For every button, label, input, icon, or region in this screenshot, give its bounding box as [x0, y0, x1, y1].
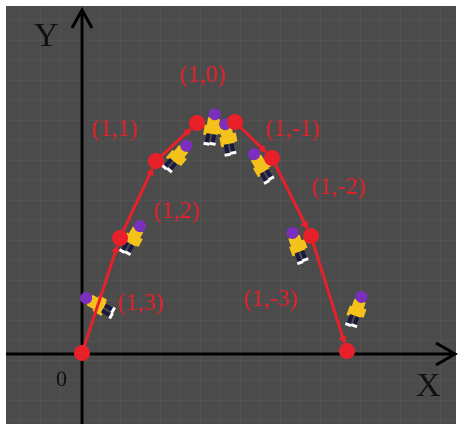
trajectory-arrow [238, 125, 267, 154]
y-axis-arrow [70, 6, 94, 29]
trajectory-point [112, 230, 128, 246]
trajectory-point [189, 115, 205, 131]
trajectory-arrow [311, 241, 347, 345]
character-sprite [344, 290, 368, 329]
point-label: (1,2) [154, 198, 200, 224]
x-axis-arrow [435, 341, 458, 367]
character-sprite [219, 118, 238, 157]
character-sprite [161, 139, 193, 174]
character-sprite [203, 108, 222, 146]
trajectory-point [303, 228, 319, 244]
character-sprite [286, 226, 309, 266]
trajectory-arrow [273, 162, 309, 230]
trajectory-arrow [82, 244, 120, 348]
trajectory-arrow [159, 127, 192, 159]
point-label: (1,-2) [312, 174, 366, 200]
point-label: (1,1) [92, 116, 138, 142]
point-labels: (1,3) (1,2) (1,1) (1,0) (1,-1) (1,-2) (1… [92, 62, 366, 316]
grid-pattern [6, 6, 456, 424]
trajectory-point [264, 150, 280, 166]
point-label: (1,3) [118, 290, 164, 316]
point-label: (1,-3) [244, 286, 298, 312]
trajectory-arrow [121, 167, 154, 234]
trajectory-arrows [82, 125, 347, 348]
trajectory-point [148, 153, 164, 169]
point-label: (1,0) [180, 62, 226, 88]
origin-label: 0 [56, 366, 67, 391]
x-axis-label: X [416, 367, 441, 404]
y-axis-label: Y [34, 17, 59, 54]
point-label: (1,-1) [266, 116, 320, 142]
trajectory-point [227, 114, 243, 130]
trajectory-point [339, 343, 355, 359]
character-sprites [80, 108, 368, 329]
trajectory-points [74, 114, 355, 361]
trajectory-point [74, 345, 90, 361]
